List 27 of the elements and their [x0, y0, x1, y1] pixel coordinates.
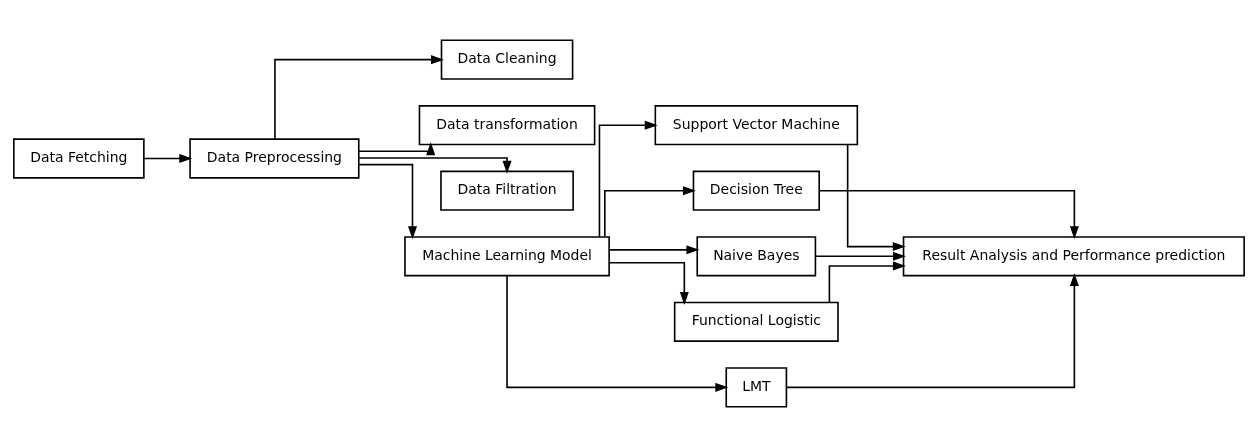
arrow	[143, 153, 193, 163]
arrow	[598, 120, 658, 238]
arrow	[358, 141, 436, 155]
arrow	[818, 189, 1079, 239]
arrow	[608, 261, 689, 305]
arrow	[814, 251, 906, 261]
node-box: LMT	[725, 366, 788, 407]
node-box: Data Fetching	[13, 137, 145, 179]
node-box: Data Filtration	[440, 170, 574, 211]
node-box: Functional Logistic	[673, 301, 839, 342]
node-box: Data Cleaning	[440, 39, 574, 80]
node-box: Data Preprocessing	[189, 137, 360, 179]
arrow	[608, 244, 700, 254]
node-box: Result Analysis and Performance prediction	[902, 235, 1245, 276]
arrow	[785, 272, 1079, 388]
arrow	[846, 143, 906, 251]
arrow	[358, 163, 417, 239]
node-box: Support Vector Machine	[654, 104, 859, 145]
arrow	[274, 54, 444, 140]
arrow	[358, 156, 512, 174]
node-box: Data transformation	[418, 104, 596, 145]
node-box: Naive Bayes	[696, 235, 817, 276]
arrow	[604, 185, 696, 237]
arrow	[506, 274, 729, 392]
node-box: Decision Tree	[692, 170, 820, 211]
node-box: Machine Learning Model	[404, 235, 610, 276]
arrow	[828, 260, 906, 303]
